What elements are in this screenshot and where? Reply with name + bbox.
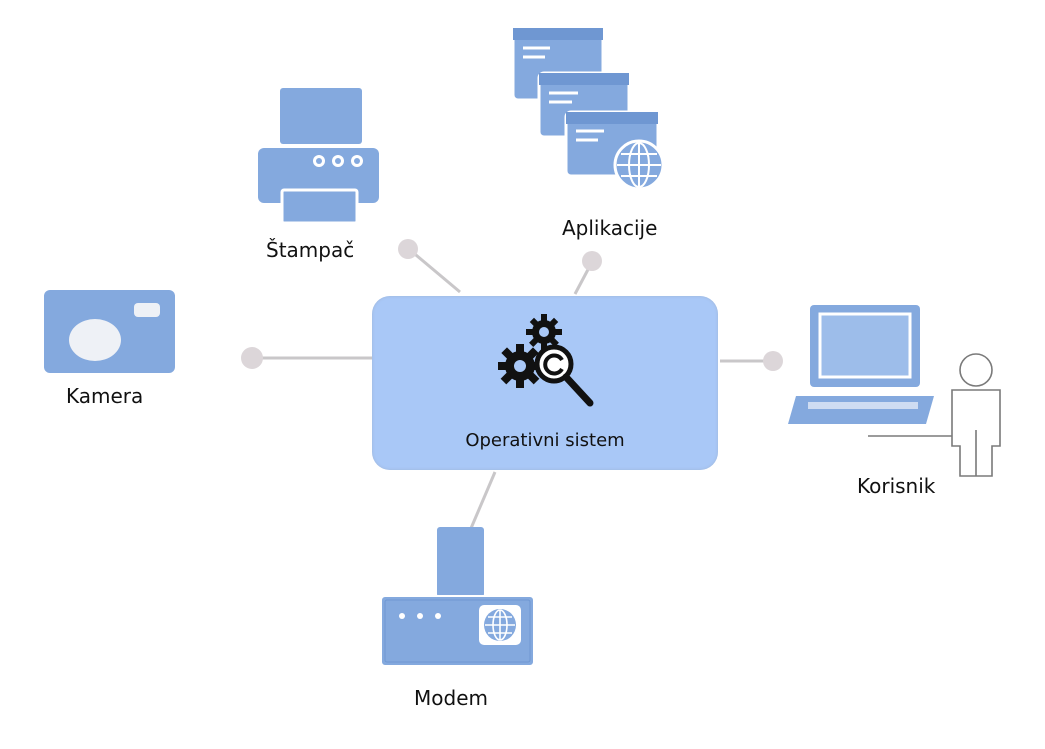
connector-dot-printer: [398, 239, 418, 259]
printer-label: Štampač: [266, 238, 355, 262]
connector-dot-user: [763, 351, 783, 371]
connector-dot-camera: [241, 347, 263, 369]
connector-line-printer: [409, 248, 461, 294]
camera-label: Kamera: [66, 384, 144, 408]
globe-icon: [613, 139, 665, 191]
user-figure-icon: [868, 353, 1001, 477]
laptop-user-icon: [788, 305, 1001, 477]
apps-label: Aplikacije: [562, 216, 658, 240]
gears-magnifier-icon: [498, 314, 594, 407]
modem-icon: [380, 527, 535, 667]
app-windows-icon: [511, 26, 665, 191]
camera-icon: [44, 290, 175, 373]
printer-icon: [258, 88, 379, 225]
modem-label: Modem: [414, 686, 488, 710]
operating-system-box: Operativni sistem: [372, 296, 718, 470]
operating-system-label: Operativni sistem: [465, 430, 625, 451]
user-label: Korisnik: [857, 474, 936, 498]
connector-dot-apps: [582, 251, 602, 271]
